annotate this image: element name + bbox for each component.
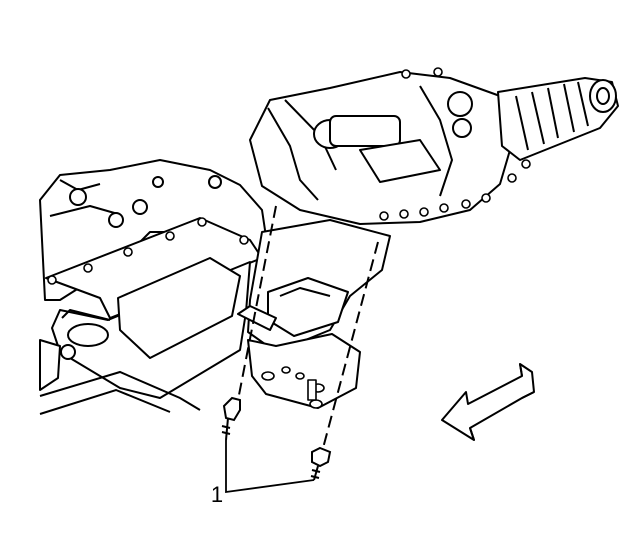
alignment-lines bbox=[237, 205, 379, 453]
output-shaft-housing bbox=[497, 77, 619, 161]
bolt-left bbox=[221, 396, 241, 441]
callout-label-1: 1 bbox=[210, 482, 224, 507]
callout-leader-lines bbox=[225, 440, 315, 494]
frame-rail bbox=[39, 370, 201, 415]
transmission-case bbox=[249, 67, 531, 225]
transmission-mount bbox=[237, 219, 391, 409]
direction-arrow-icon bbox=[441, 363, 535, 441]
oil-pan bbox=[39, 217, 263, 399]
bolt-right bbox=[310, 446, 332, 481]
